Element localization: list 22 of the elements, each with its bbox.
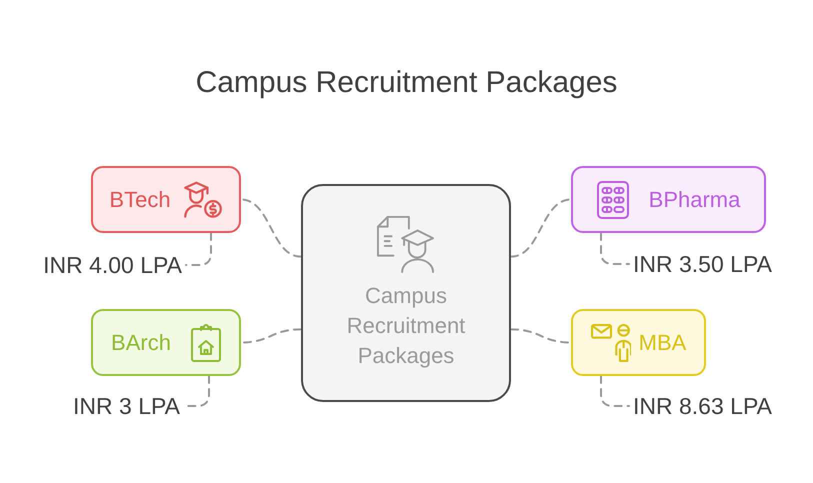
category-name: MBA [638, 328, 686, 356]
salary-label: INR 3.50 LPA [633, 250, 772, 278]
dashed-connector [600, 232, 630, 265]
category-name: BArch [111, 328, 171, 356]
salary-label: INR 3 LPA [73, 392, 180, 420]
salary-label: INR 8.63 LPA [633, 392, 772, 420]
category-box [91, 309, 241, 376]
dashed-connector [510, 328, 572, 344]
category-name: BTech [109, 186, 171, 214]
hub-label: Campus Recruitment Packages [346, 282, 466, 370]
dashed-connector [600, 375, 630, 407]
diagram-title: Campus Recruitment Packages [196, 66, 618, 100]
category-box [571, 166, 766, 233]
dashed-connector [510, 198, 572, 258]
hub-box [301, 184, 511, 402]
dashed-connector [240, 328, 302, 344]
salary-label: INR 4.00 LPA [43, 251, 182, 279]
category-box [571, 309, 706, 376]
dashed-connector [240, 198, 302, 258]
dashed-connector [185, 232, 212, 266]
category-box [91, 166, 241, 233]
category-name: BPharma [648, 186, 740, 214]
